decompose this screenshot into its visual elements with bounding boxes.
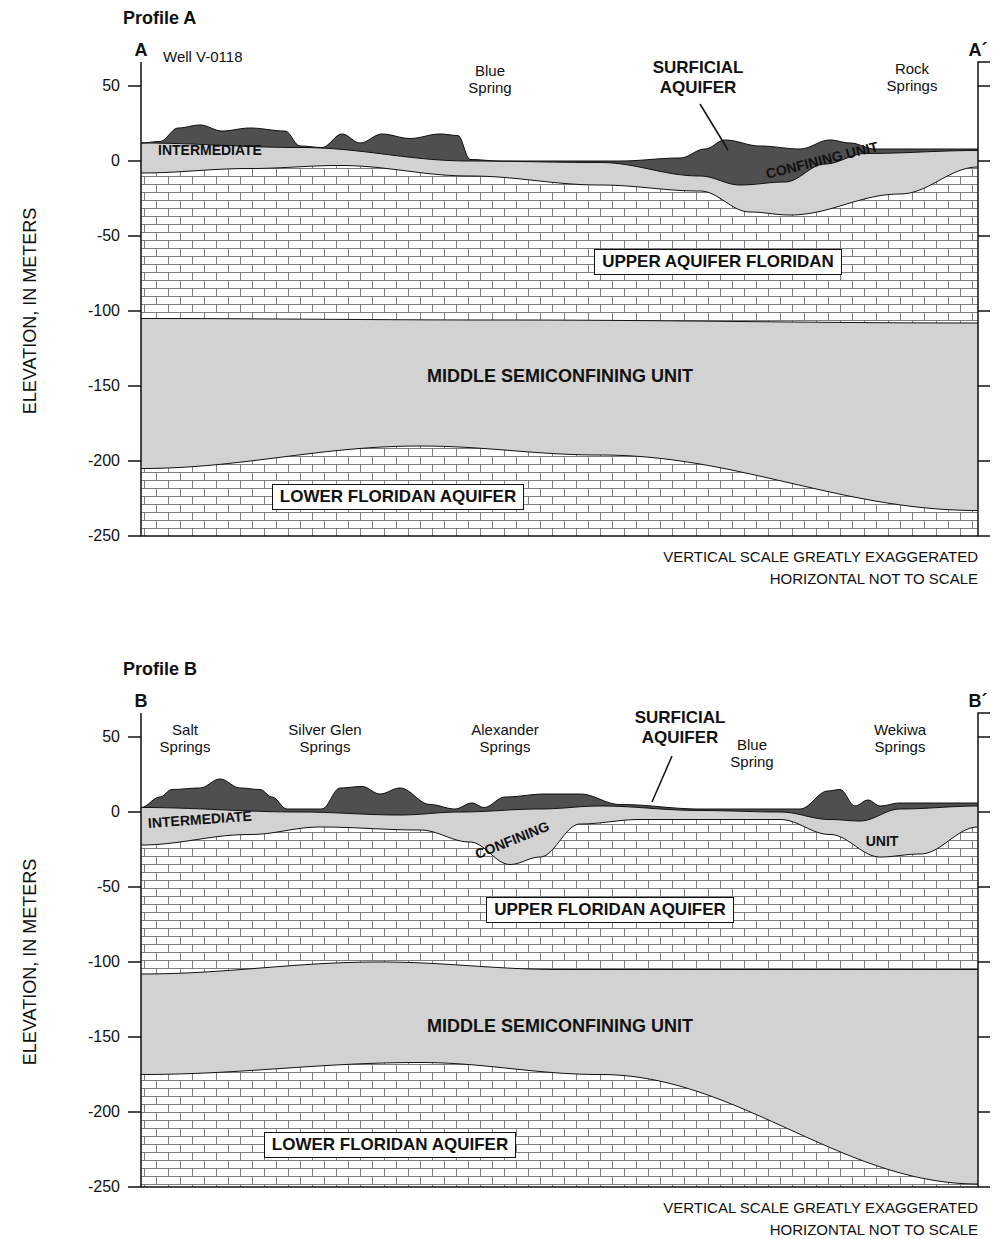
- layer-boundary: [141, 779, 978, 809]
- aquifer-name: LOWER FLORIDAN AQUIFER: [272, 1135, 508, 1154]
- tick-mark: [978, 886, 990, 888]
- axis-title: ELEVATION, IN METERS: [20, 208, 41, 414]
- axis-frame: [141, 62, 978, 536]
- semiconfining-layer: [141, 319, 978, 511]
- tick-mark: [978, 1186, 990, 1188]
- spring-label: Alexander Springs: [461, 721, 549, 756]
- axis-tick-label: -250: [88, 527, 120, 545]
- section-end-letter: B: [135, 691, 148, 712]
- axis-tick-label: -50: [97, 227, 120, 245]
- spring-label: Wekiwa Springs: [864, 721, 936, 756]
- axis-tick-label: 0: [111, 152, 120, 170]
- unit-label: UNIT: [866, 833, 899, 849]
- well-label: Well V-0118: [163, 48, 243, 65]
- aquifer-name-box: UPPER AQUIFER FLORIDAN: [594, 249, 842, 275]
- tick-mark: [128, 85, 141, 87]
- layer-boundary: [141, 166, 978, 215]
- leader-line: [700, 104, 728, 150]
- layer-boundary: [141, 1063, 978, 1185]
- tick-mark: [978, 385, 990, 387]
- axis-tick-label: -200: [88, 1103, 120, 1121]
- tick-mark: [128, 460, 141, 462]
- aquifer-label: SURFICIAL AQUIFER: [638, 58, 758, 97]
- tick-mark: [978, 310, 990, 312]
- unit-label: INTERMEDIATE: [158, 142, 262, 158]
- tick-mark: [128, 160, 141, 162]
- tick-mark: [978, 535, 990, 537]
- axis-tick-label: -50: [97, 878, 120, 896]
- layer-boundary: [141, 806, 978, 821]
- section-end-letter: A: [135, 40, 148, 61]
- aquifer-name: LOWER FLORIDAN AQUIFER: [280, 487, 516, 506]
- tick-mark: [978, 961, 990, 963]
- surficial-layer: [141, 125, 978, 185]
- aquifer-name: UPPER FLORIDAN AQUIFER: [494, 900, 726, 919]
- tick-mark: [128, 235, 141, 237]
- axis-frame: [141, 713, 978, 1187]
- tick-mark: [128, 961, 141, 963]
- tick-mark: [128, 1036, 141, 1038]
- scale-note: VERTICAL SCALE GREATLY EXAGGERATED: [663, 1199, 978, 1216]
- scale-note: HORIZONTAL NOT TO SCALE: [770, 1221, 978, 1238]
- spring-label: Salt Springs: [155, 721, 215, 756]
- tick-mark: [128, 886, 141, 888]
- leader-line: [652, 756, 672, 802]
- layer-boundary: [141, 820, 978, 865]
- scale-note: VERTICAL SCALE GREATLY EXAGGERATED: [663, 548, 978, 565]
- spring-label: Blue Spring: [459, 62, 521, 97]
- profile-end-bracket: [978, 62, 990, 149]
- axis-tick-label: 50: [102, 77, 120, 95]
- profile-end-bracket: [978, 713, 990, 803]
- tick-mark: [128, 811, 141, 813]
- surficial-layer: [141, 779, 978, 821]
- aquifer-label: SURFICIAL AQUIFER: [620, 708, 740, 747]
- spring-label: Rock Springs: [876, 60, 948, 95]
- axis-tick-label: 50: [102, 728, 120, 746]
- tick-mark: [978, 811, 990, 813]
- tick-mark: [978, 736, 990, 738]
- axis-tick-label: -150: [88, 377, 120, 395]
- unit-label: MIDDLE SEMICONFINING UNIT: [427, 1016, 693, 1037]
- axis-tick-label: -100: [88, 953, 120, 971]
- profile-title: Profile A: [123, 8, 196, 29]
- aquifer-name-box: LOWER FLORIDAN AQUIFER: [272, 484, 524, 510]
- layer-boundary: [141, 962, 978, 974]
- section-end-letter: B´: [969, 691, 988, 712]
- layer-boundary: [141, 319, 978, 324]
- tick-mark: [978, 160, 990, 162]
- axis-title: ELEVATION, IN METERS: [20, 859, 41, 1065]
- tick-mark: [128, 535, 141, 537]
- tick-mark: [978, 1111, 990, 1113]
- tick-mark: [128, 385, 141, 387]
- scale-note: HORIZONTAL NOT TO SCALE: [770, 570, 978, 587]
- axis-tick-label: -100: [88, 302, 120, 320]
- section-end-letter: A´: [969, 40, 988, 61]
- spring-label: Silver Glen Springs: [279, 721, 371, 756]
- tick-mark: [978, 1036, 990, 1038]
- layer-boundary: [141, 446, 978, 510]
- profile-title: Profile B: [123, 659, 197, 680]
- axis-tick-label: -250: [88, 1178, 120, 1196]
- axis-tick-label: -200: [88, 452, 120, 470]
- tick-mark: [128, 736, 141, 738]
- axis-tick-label: 0: [111, 803, 120, 821]
- aquifer-name-box: LOWER FLORIDAN AQUIFER: [264, 1132, 516, 1158]
- spring-label: Blue Spring: [721, 736, 783, 771]
- unit-label: MIDDLE SEMICONFINING UNIT: [427, 366, 693, 387]
- tick-mark: [978, 85, 990, 87]
- tick-mark: [978, 235, 990, 237]
- aquifer-name: UPPER AQUIFER FLORIDAN: [602, 252, 834, 271]
- tick-mark: [128, 1111, 141, 1113]
- axis-tick-label: -150: [88, 1028, 120, 1046]
- tick-mark: [978, 460, 990, 462]
- tick-mark: [128, 1186, 141, 1188]
- aquifer-name-box: UPPER FLORIDAN AQUIFER: [486, 897, 734, 923]
- semiconfining-layer: [141, 962, 978, 1184]
- tick-mark: [128, 310, 141, 312]
